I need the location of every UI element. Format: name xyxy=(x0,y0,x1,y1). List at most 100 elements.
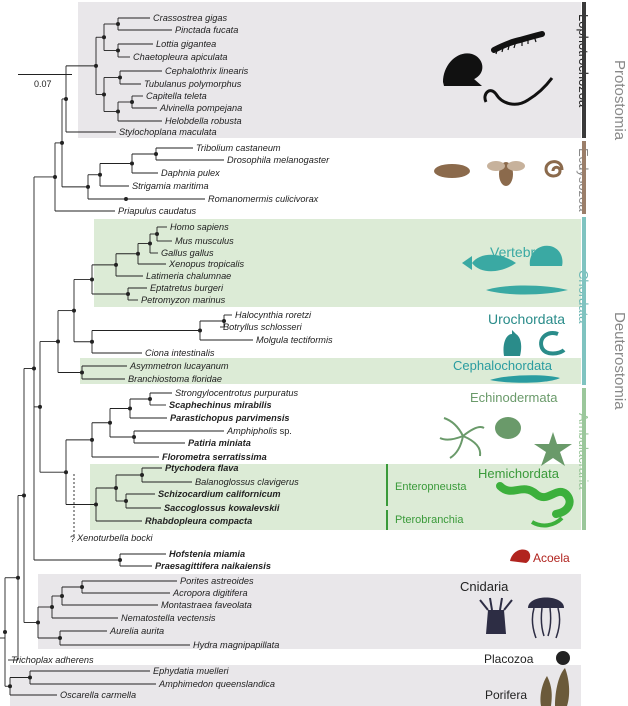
taxon-label-ptychodera: Ptychodera flava xyxy=(165,463,239,473)
node-support-dot xyxy=(80,585,84,589)
hemichordata-subbar-2 xyxy=(386,510,388,530)
taxon-name: Cephalothrix linearis xyxy=(165,66,249,76)
node-support-dot xyxy=(50,605,54,609)
hemichordata-label: Hemichordata xyxy=(478,466,559,481)
node-support-dot xyxy=(114,486,118,490)
taxon-name: Drosophila melanogaster xyxy=(227,155,330,165)
taxon-name: Strongylocentrotus purpuratus xyxy=(175,388,299,398)
taxon-name: Florometra serratissima xyxy=(162,452,267,462)
node-support-dot xyxy=(90,437,94,442)
taxon-name: Xenopus tropicalis xyxy=(169,259,245,269)
node-support-dot xyxy=(36,620,40,625)
urchin-icon xyxy=(495,417,521,439)
node-support-dot xyxy=(53,174,57,179)
node-support-dot xyxy=(116,109,120,114)
taxon-name: Latimeria chalumnae xyxy=(146,271,232,281)
taxon-name: Gallus gallus xyxy=(161,248,214,258)
taxon-label-tribolium: Tribolium castaneum xyxy=(196,143,281,153)
node-support-dot xyxy=(102,92,106,97)
taxon-name: Saccoglossus kowalevskii xyxy=(164,503,280,513)
taxon-name: Botryllus schlosseri xyxy=(223,322,302,332)
taxon-name: Tubulanus polymorphus xyxy=(144,79,242,89)
taxon-label-hydra: Hydra magnipapillata xyxy=(193,640,279,650)
node-support-dot xyxy=(90,277,94,282)
node-support-dot xyxy=(56,339,60,344)
node-support-dot xyxy=(148,241,152,246)
node-support-dot xyxy=(148,397,152,401)
node-support-dot xyxy=(22,493,26,498)
node-support-dot xyxy=(16,575,20,580)
taxon-label-lottia: Lottia gigantea xyxy=(156,39,216,49)
taxon-name: Eptatretus burgeri xyxy=(150,283,224,293)
taxon-label-priapulus: Priapulus caudatus xyxy=(118,206,196,216)
fly-icon xyxy=(487,161,525,186)
snail-icon xyxy=(443,53,483,86)
taxon-label-chaetopleura: Chaetopleura apiculata xyxy=(133,52,228,62)
porifera-box xyxy=(10,665,581,706)
taxon-name: Pinctada fucata xyxy=(175,25,239,35)
acorn-worm-icon xyxy=(496,482,574,528)
chordata-bar xyxy=(582,217,586,385)
taxon-name: Romanomermis culicivorax xyxy=(208,194,319,204)
taxon-label-xenopus: Xenopus tropicalis xyxy=(169,259,244,269)
taxon-label-praesagittifera: Praesagittifera naikaiensis xyxy=(155,561,271,571)
node-support-dot xyxy=(72,308,76,313)
node-support-dot xyxy=(94,63,98,68)
taxon-name: Hofstenia miamia xyxy=(169,549,246,559)
taxon-label-botryllus: Botryllus schlosseri xyxy=(223,322,302,332)
taxon-label-alvinella: Alvinella pompejana xyxy=(160,103,242,113)
echinodermata-label: Echinodermata xyxy=(470,390,558,405)
taxon-label-patiria: Patiria miniata xyxy=(188,438,251,448)
enteropneusta-label: Enteropneusta xyxy=(395,481,467,493)
taxon-name: Helobdella robusta xyxy=(165,116,242,126)
nematode-icon xyxy=(544,160,564,178)
taxon-label-florometra: Florometra serratissima xyxy=(162,452,267,462)
taxon-label-parastichopus: Parastichopus parvimensis xyxy=(170,413,290,423)
taxon-label-amphimedon: Amphimedon queenslandica xyxy=(159,679,275,689)
taxon-label-trichoplax: Trichoplax adherens xyxy=(11,655,94,665)
node-support-dot xyxy=(136,251,140,256)
taxon-label-balanoglossus: Balanoglossus clavigerus xyxy=(195,477,299,487)
acoela-label: Acoela xyxy=(533,551,570,565)
taxon-name: Priapulus caudatus xyxy=(118,206,197,216)
node-support-dot xyxy=(98,172,102,177)
sea-star-icon xyxy=(534,432,572,466)
lophotrochozoa-box xyxy=(78,2,581,138)
taxon-name: Praesagittifera naikaiensis xyxy=(155,561,271,571)
taxon-label-pinctada: Pinctada fucata xyxy=(175,25,238,35)
hemichordata-box xyxy=(90,464,581,530)
protostomia-label: Protostomia xyxy=(611,60,628,141)
porifera-label: Porifera xyxy=(485,688,528,702)
node-support-dot xyxy=(102,35,106,40)
centipede-icon xyxy=(491,31,545,55)
node-support-dot xyxy=(130,100,134,104)
node-support-dot xyxy=(198,328,202,333)
taxon-label-rhabdopleura: Rhabdopleura compacta xyxy=(145,516,252,526)
taxon-label-aurelia: Aurelia aurita xyxy=(110,626,164,636)
taxon-label-branchiostoma: Branchiostoma floridae xyxy=(128,374,222,384)
taxon-label-daphnia: Daphnia pulex xyxy=(161,168,220,178)
taxon-name: Asymmetron lucayanum xyxy=(130,361,229,371)
taxon-label-porites: Porites astreoides xyxy=(180,576,254,586)
taxon-name: Lottia gigantea xyxy=(156,39,217,49)
taxon-label-hofstenia: Hofstenia miamia xyxy=(169,549,245,559)
taxon-label-oscarella: Oscarella carmella xyxy=(60,690,136,700)
node-support-dot xyxy=(28,675,32,680)
taxon-name: Halocynthia roretzi xyxy=(235,310,312,320)
pterobranchia-label: Pterobranchia xyxy=(395,514,464,526)
taxon-name: Ciona intestinalis xyxy=(145,348,215,358)
taxon-label-montastraea: Montastraea faveolata xyxy=(161,600,252,610)
node-support-dot xyxy=(118,75,122,80)
taxon-label-asymmetron: Asymmetron lucayanum xyxy=(130,361,229,371)
cephalochordata-label: Cephalochordata xyxy=(453,358,553,373)
taxon-name: Tribolium castaneum xyxy=(196,143,281,153)
taxon-label-schizocardium: Schizocardium californicum xyxy=(158,489,281,499)
node-support-dot xyxy=(114,262,118,267)
taxon-name: Oscarella carmella xyxy=(60,690,137,700)
taxon-name: Xenoturbella bocki xyxy=(77,533,153,543)
sponge-icon xyxy=(540,668,570,706)
beetle-icon xyxy=(434,164,470,178)
taxon-label-ciona: Ciona intestinalis xyxy=(145,348,214,358)
taxon-label-saccoglossus: Saccoglossus kowalevskii xyxy=(164,503,279,513)
node-support-dot xyxy=(116,48,120,53)
